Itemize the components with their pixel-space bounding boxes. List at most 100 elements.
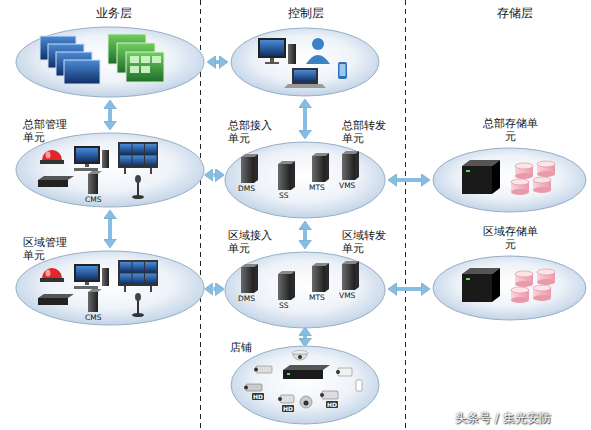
nvr-top [283, 365, 330, 370]
sensor [356, 380, 362, 391]
node-heading: 总部存储单元 [482, 117, 538, 143]
bidirectional-arrow [108, 219, 112, 239]
client-window [56, 52, 92, 76]
camera-lens [278, 397, 282, 401]
ellipse-node: 总部存储单元 [432, 147, 587, 213]
ellipse-outline [224, 251, 386, 329]
client-window [40, 36, 76, 60]
bullet-camera [256, 366, 272, 373]
control-servers [241, 151, 359, 190]
window-tile [130, 66, 139, 73]
ellipse-outline [230, 27, 380, 97]
phone-screen [340, 64, 346, 76]
bidirectional-arrow [213, 173, 215, 177]
ellipse-node: 总部接入单元总部转发单元DMSSSMTSVMS [224, 141, 386, 219]
bidirectional-arrow [216, 60, 219, 64]
ellipse-outline [15, 26, 205, 98]
nvr-front [283, 370, 323, 379]
box-camera [338, 368, 352, 376]
ellipse-shape [16, 27, 204, 97]
camera-lens [298, 355, 302, 359]
node-heading: 总部接入单元 [228, 119, 276, 145]
window-tile [152, 56, 161, 63]
device-label: MTS [309, 183, 325, 192]
window-tile [141, 56, 150, 63]
ellipse-outline [432, 255, 587, 321]
ellipse-shape [225, 252, 385, 328]
device-label: DMS [238, 294, 255, 303]
device-label: DMS [238, 184, 255, 193]
mobile-phone [338, 62, 347, 79]
laptop-screen [294, 70, 316, 82]
watermark: 头条号 / 集光安防 [455, 411, 551, 425]
ellipse-node [230, 27, 380, 97]
bidirectional-arrow [213, 287, 215, 291]
ellipse-node: 总部管理单元CMS [15, 132, 205, 208]
ellipse-shape [225, 142, 385, 218]
ellipse-node: 区域管理单元CMS [15, 250, 205, 326]
ellipse-shape [231, 28, 379, 96]
control-servers [241, 261, 359, 300]
node-heading: 区域转发单元 [342, 229, 390, 255]
device-label: VMS [339, 181, 355, 190]
node-heading: 总部管理单元 [23, 118, 71, 144]
bidirectional-arrow [108, 109, 112, 121]
ellipse-shape [16, 251, 204, 325]
ellipse-shape [16, 133, 204, 207]
monitor-stand [270, 58, 274, 62]
device-label: CMS [85, 313, 101, 322]
management-devices [38, 260, 158, 317]
laptop-base [284, 84, 326, 88]
bidirectional-arrow [397, 178, 421, 182]
device-label: VMS [339, 291, 355, 300]
device-label: MTS [309, 293, 325, 302]
ellipse-outline [230, 345, 380, 425]
device-label: CMS [85, 195, 101, 204]
layer-heading: 业务层 [96, 6, 132, 20]
bidirectional-arrow [397, 287, 421, 291]
dome-camera [293, 354, 307, 360]
bullet-camera [280, 395, 294, 403]
window-tile [141, 66, 150, 73]
hd-badge: HD [326, 401, 338, 408]
ellipse-shape [433, 256, 586, 320]
bidirectional-arrow [303, 336, 307, 338]
node-heading: 店铺 [230, 341, 260, 354]
monitor-frame [258, 38, 286, 58]
camera-lens [320, 393, 324, 397]
node-heading: 区域接入单元 [228, 229, 276, 255]
bullet-camera [322, 391, 338, 399]
ellipse-outline [224, 141, 386, 219]
client-window [126, 52, 164, 82]
ellipse-node: 店铺HDHDHD [230, 345, 380, 425]
node-heading: 区域管理单元 [23, 236, 71, 262]
client-window [48, 44, 84, 68]
ellipse-shape [231, 346, 379, 424]
laptop-lid [292, 68, 318, 84]
monitor-screen [260, 40, 284, 56]
camera-lens [244, 386, 248, 390]
layer-heading: 存储层 [497, 6, 533, 20]
bidirectional-arrow [303, 230, 307, 240]
client-window [64, 60, 100, 84]
client-window [108, 34, 146, 64]
ellipse-outline [432, 147, 587, 213]
device-label: SS [279, 301, 289, 310]
bidirectional-arrow [303, 108, 307, 130]
management-devices [38, 142, 158, 199]
user-head [312, 38, 324, 50]
hd-badge: HD [252, 393, 264, 400]
client-window [117, 43, 155, 73]
storage-devices [462, 160, 555, 195]
hd-badge: HD [282, 405, 294, 412]
device-label: SS [279, 191, 289, 200]
node-heading: 总部转发单元 [342, 119, 390, 145]
node-heading: 区域存储单元 [482, 225, 538, 251]
camera-lens [304, 401, 309, 406]
ptz-camera [300, 396, 312, 408]
window-tile [130, 56, 139, 63]
bullet-camera [246, 384, 262, 391]
